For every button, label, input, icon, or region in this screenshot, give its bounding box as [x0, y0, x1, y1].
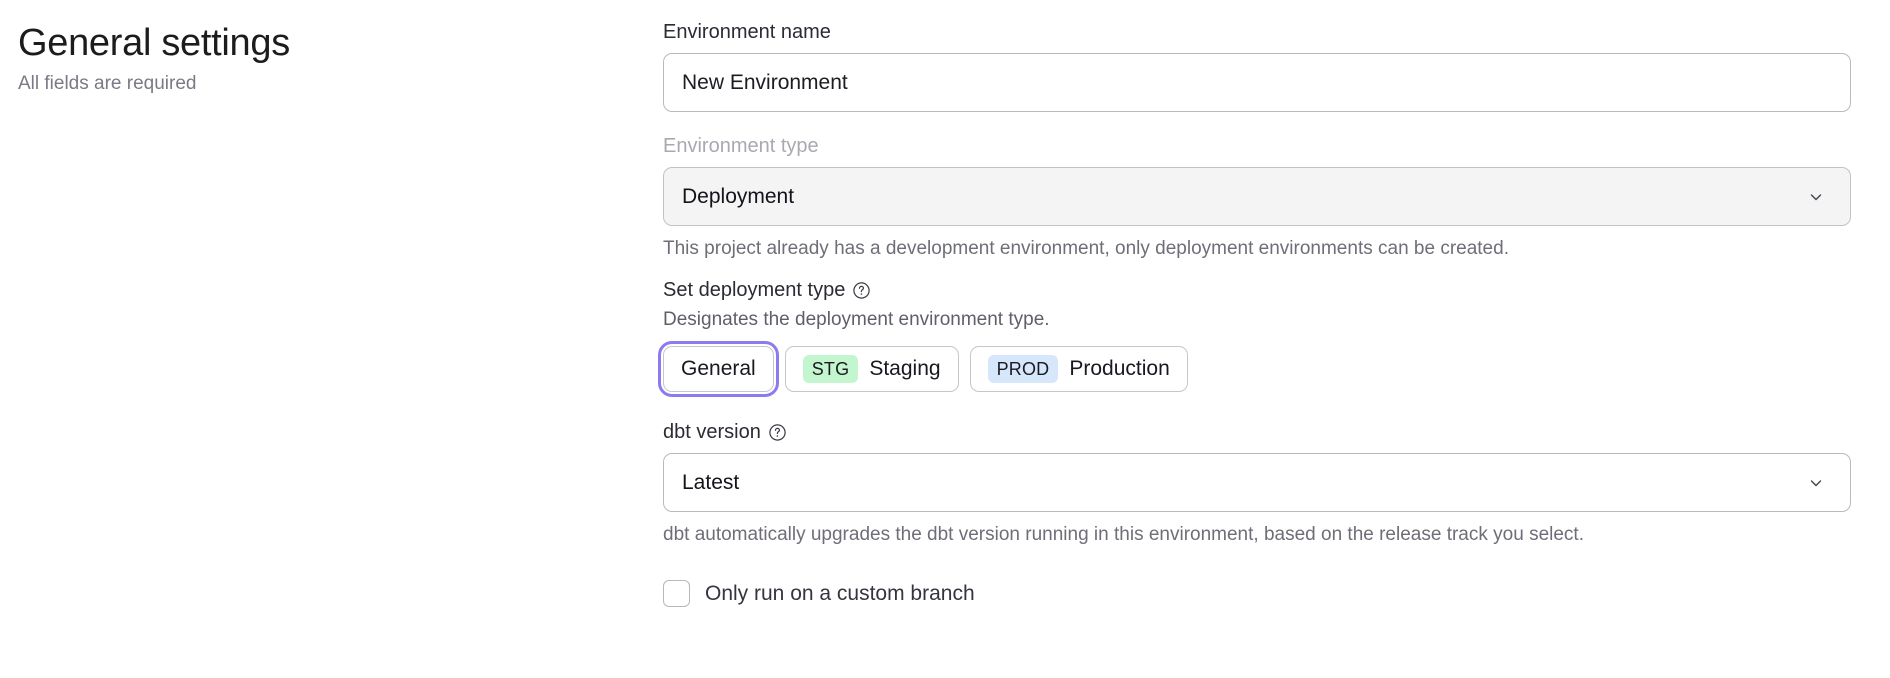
- deployment-type-option-production-label: Production: [1069, 357, 1170, 380]
- chevron-down-icon: [1808, 475, 1824, 491]
- environment-name-field: Environment name: [663, 18, 1851, 112]
- environment-type-helper-text: This project already has a development e…: [663, 238, 1509, 259]
- dbt-version-select[interactable]: Latest: [663, 453, 1851, 512]
- custom-branch-checkbox[interactable]: [663, 580, 690, 607]
- deployment-type-label-row: Set deployment type: [663, 276, 1851, 304]
- chevron-down-icon: [1808, 189, 1824, 205]
- dbt-version-field: dbt version Latest dbt automatica: [663, 418, 1851, 548]
- deployment-type-option-general-label: General: [681, 357, 756, 380]
- dbt-version-label-row: dbt version: [663, 418, 1851, 446]
- environment-type-select[interactable]: Deployment: [663, 167, 1851, 226]
- settings-header-column: General settings All fields are required: [0, 18, 663, 678]
- deployment-type-option-general[interactable]: General: [658, 341, 779, 397]
- production-badge: PROD: [987, 355, 1059, 383]
- deployment-type-field: Set deployment type Designates the deplo…: [658, 276, 1851, 397]
- question-circle-icon[interactable]: [768, 423, 787, 442]
- deployment-type-option-staging-label: Staging: [869, 357, 941, 380]
- environment-name-input[interactable]: [663, 53, 1851, 112]
- custom-branch-row[interactable]: Only run on a custom branch: [663, 580, 1851, 607]
- environment-type-field: Environment type Deployment This project…: [663, 132, 1851, 262]
- page-subtitle: All fields are required: [18, 73, 197, 94]
- dbt-version-label: dbt version: [663, 421, 761, 443]
- custom-branch-label: Only run on a custom branch: [705, 581, 975, 605]
- deployment-type-option-staging[interactable]: STG Staging: [784, 346, 959, 392]
- environment-type-value: Deployment: [682, 184, 795, 208]
- page-title: General settings: [18, 22, 290, 64]
- environment-name-label: Environment name: [663, 21, 831, 43]
- deployment-type-description: Designates the deployment environment ty…: [663, 309, 1050, 330]
- dbt-version-helper-text: dbt automatically upgrades the dbt versi…: [663, 524, 1584, 545]
- dbt-version-value: Latest: [682, 470, 740, 494]
- question-circle-icon[interactable]: [852, 281, 871, 300]
- deployment-type-button-group: General STG Staging PROD Production: [658, 341, 1851, 397]
- environment-type-label: Environment type: [663, 135, 819, 157]
- deployment-type-option-production[interactable]: PROD Production: [969, 346, 1188, 392]
- settings-form-column: Environment name Environment type Deploy…: [658, 18, 1873, 678]
- staging-badge: STG: [802, 355, 859, 383]
- deployment-type-label: Set deployment type: [663, 279, 846, 301]
